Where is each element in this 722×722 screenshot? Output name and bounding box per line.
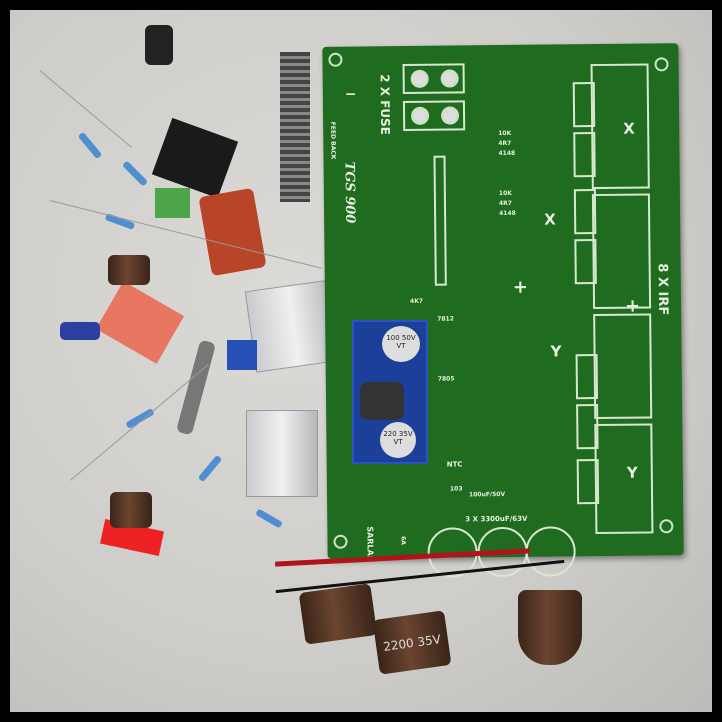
resistor-label: 10K [498, 189, 512, 198]
mounting-hole [328, 52, 343, 67]
resistor-label: 4R7 [498, 199, 512, 208]
amplifier-pcb: 2 X FUSE − FEED BACK TGS 900 10K 4R7 414… [322, 43, 684, 578]
grey-resistor [175, 339, 217, 436]
resistor-label: 4K7 [409, 297, 424, 305]
diode-label: 4148 [499, 209, 516, 218]
main-caps-label: 3 X 3300uF/63V [465, 514, 528, 524]
mosfet-pad [572, 82, 596, 128]
mosfet-area [594, 423, 654, 535]
resistor [121, 160, 149, 187]
electrolytic-cap [108, 255, 150, 285]
capacitor-label: 2200 35V [382, 631, 442, 654]
mounting-hole [333, 534, 348, 549]
resistor [255, 508, 283, 529]
inductor [360, 382, 404, 420]
mosfet-pad [574, 239, 597, 285]
mosfet-pad [576, 404, 599, 450]
fuse-holder-2 [402, 100, 466, 132]
electrolytic-cap [110, 492, 152, 528]
resistor-label: 4R7 [498, 139, 512, 148]
heatsink-bottom [246, 410, 318, 497]
film-capacitor [198, 187, 267, 277]
pin-header-footprint [433, 155, 447, 286]
mosfet-area [590, 63, 650, 190]
minus-sign: − [344, 86, 357, 103]
mosfet-area [593, 313, 653, 420]
electrolytic-cap [145, 25, 173, 65]
red-fuse-holder [95, 281, 185, 364]
regulator-label: 7805 [437, 375, 455, 383]
module-cap-bottom: 220 35V VT [380, 422, 416, 458]
model-label: TGS 900 [341, 161, 358, 224]
diode-label: 4148 [498, 149, 516, 158]
module-cap-top: 100 50V VT [382, 326, 420, 362]
mosfet-area [591, 193, 652, 310]
large-capacitor [518, 590, 582, 665]
mosfet-pad [575, 354, 599, 400]
mosfet-pad [573, 189, 597, 235]
mosfet-pad [576, 459, 600, 505]
relay-module [151, 117, 239, 199]
fuse-holder-1 [402, 63, 465, 95]
blue-capacitor [60, 322, 100, 340]
resistor [197, 454, 223, 483]
plus-sign: + [512, 276, 529, 298]
channel-x-label: X [544, 210, 556, 229]
mounting-hole [659, 519, 674, 534]
workbench-photo: 2 X FUSE − FEED BACK TGS 900 10K 4R7 414… [10, 10, 712, 712]
feedback-label: FEED BACK [329, 121, 337, 160]
fuse-6a-label: 6A [399, 536, 407, 545]
buck-converter-module: 100 50V VT 220 35V VT [352, 320, 428, 464]
small-cap-label: 100uF/50V [468, 490, 506, 499]
mosfet-label: 8 X IRF [654, 263, 671, 316]
large-capacitor-2200: 2200 35V [372, 610, 452, 675]
fuse-label: 2 X FUSE [377, 74, 393, 136]
regulator-label: 7812 [437, 315, 454, 323]
resistor [77, 131, 103, 160]
cap-footprint [525, 526, 576, 577]
ntc-value: 103 [449, 485, 463, 493]
black-wire [275, 559, 565, 594]
mosfet-pad [573, 132, 596, 178]
channel-y-label: Y [550, 342, 562, 361]
blue-trimpot [227, 340, 257, 370]
ntc-label: NTC [446, 460, 463, 469]
resistor-label: 10K [498, 129, 512, 138]
header-pins [280, 52, 310, 202]
large-capacitor [298, 583, 378, 645]
mounting-hole [654, 57, 669, 72]
green-terminal [155, 188, 190, 218]
